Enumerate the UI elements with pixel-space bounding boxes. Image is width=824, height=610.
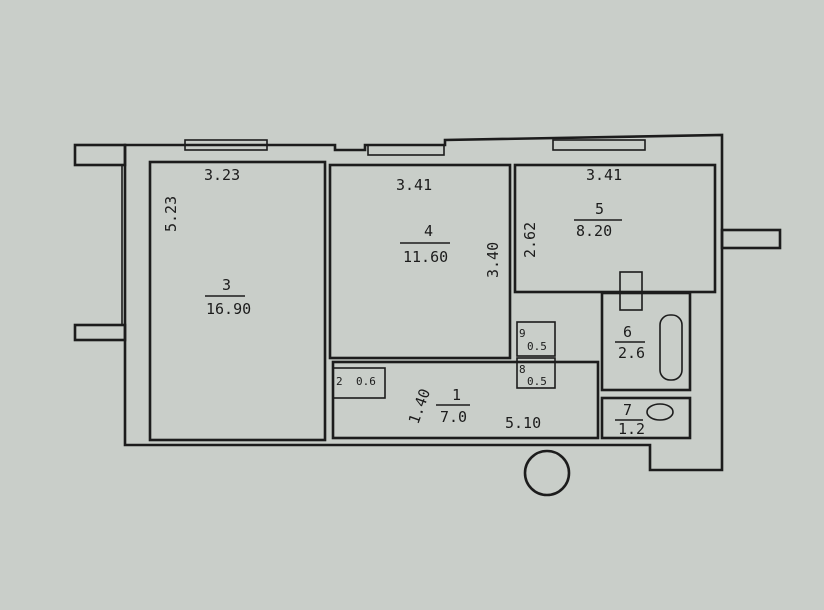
room-5-number: 5 bbox=[595, 200, 604, 218]
room-3-number: 3 bbox=[222, 276, 231, 294]
room-2-number: 2 bbox=[336, 375, 343, 388]
room-1-width: 1.40 bbox=[405, 386, 434, 426]
walls bbox=[73, 133, 782, 472]
room-3-width: 3.23 bbox=[204, 166, 240, 184]
room-3-length: 5.23 bbox=[162, 196, 180, 232]
room-4: 3.41 3.40 4 11.60 bbox=[396, 176, 502, 278]
room-4-area: 11.60 bbox=[403, 248, 448, 266]
room-7: 7 1.2 bbox=[615, 401, 645, 438]
room-9-number: 9 bbox=[519, 327, 526, 340]
room-2-area: 0.6 bbox=[356, 375, 376, 388]
room-1-number: 1 bbox=[452, 386, 461, 404]
room-6: 6 2.6 bbox=[615, 323, 645, 362]
room-9-area: 0.5 bbox=[527, 340, 547, 353]
room-4-number: 4 bbox=[424, 222, 433, 240]
room-8-number: 8 bbox=[519, 363, 526, 376]
room-4-length: 3.40 bbox=[484, 242, 502, 278]
room-6-number: 6 bbox=[623, 323, 632, 341]
room-8: 8 0.5 bbox=[519, 363, 547, 388]
room-5-length: 2.62 bbox=[521, 222, 539, 258]
riser-circle bbox=[523, 449, 571, 497]
room-5-area: 8.20 bbox=[576, 222, 612, 240]
room-4-width: 3.41 bbox=[396, 176, 432, 194]
room-2: 2 0.6 bbox=[336, 375, 376, 388]
room-7-area: 1.2 bbox=[618, 420, 645, 438]
room-8-area: 0.5 bbox=[527, 375, 547, 388]
room-9: 9 0.5 bbox=[519, 327, 547, 353]
room-7-number: 7 bbox=[623, 401, 632, 419]
room-1-area: 7.0 bbox=[440, 408, 467, 426]
room-3-area: 16.90 bbox=[206, 300, 251, 318]
room-5-width: 3.41 bbox=[586, 166, 622, 184]
room-1: 1.40 1 7.0 5.10 bbox=[405, 386, 541, 432]
room-1-length: 5.10 bbox=[505, 414, 541, 432]
room-3: 3.23 5.23 3 16.90 bbox=[162, 166, 251, 318]
room-5: 3.41 2.62 5 8.20 bbox=[521, 166, 622, 258]
room-6-area: 2.6 bbox=[618, 344, 645, 362]
